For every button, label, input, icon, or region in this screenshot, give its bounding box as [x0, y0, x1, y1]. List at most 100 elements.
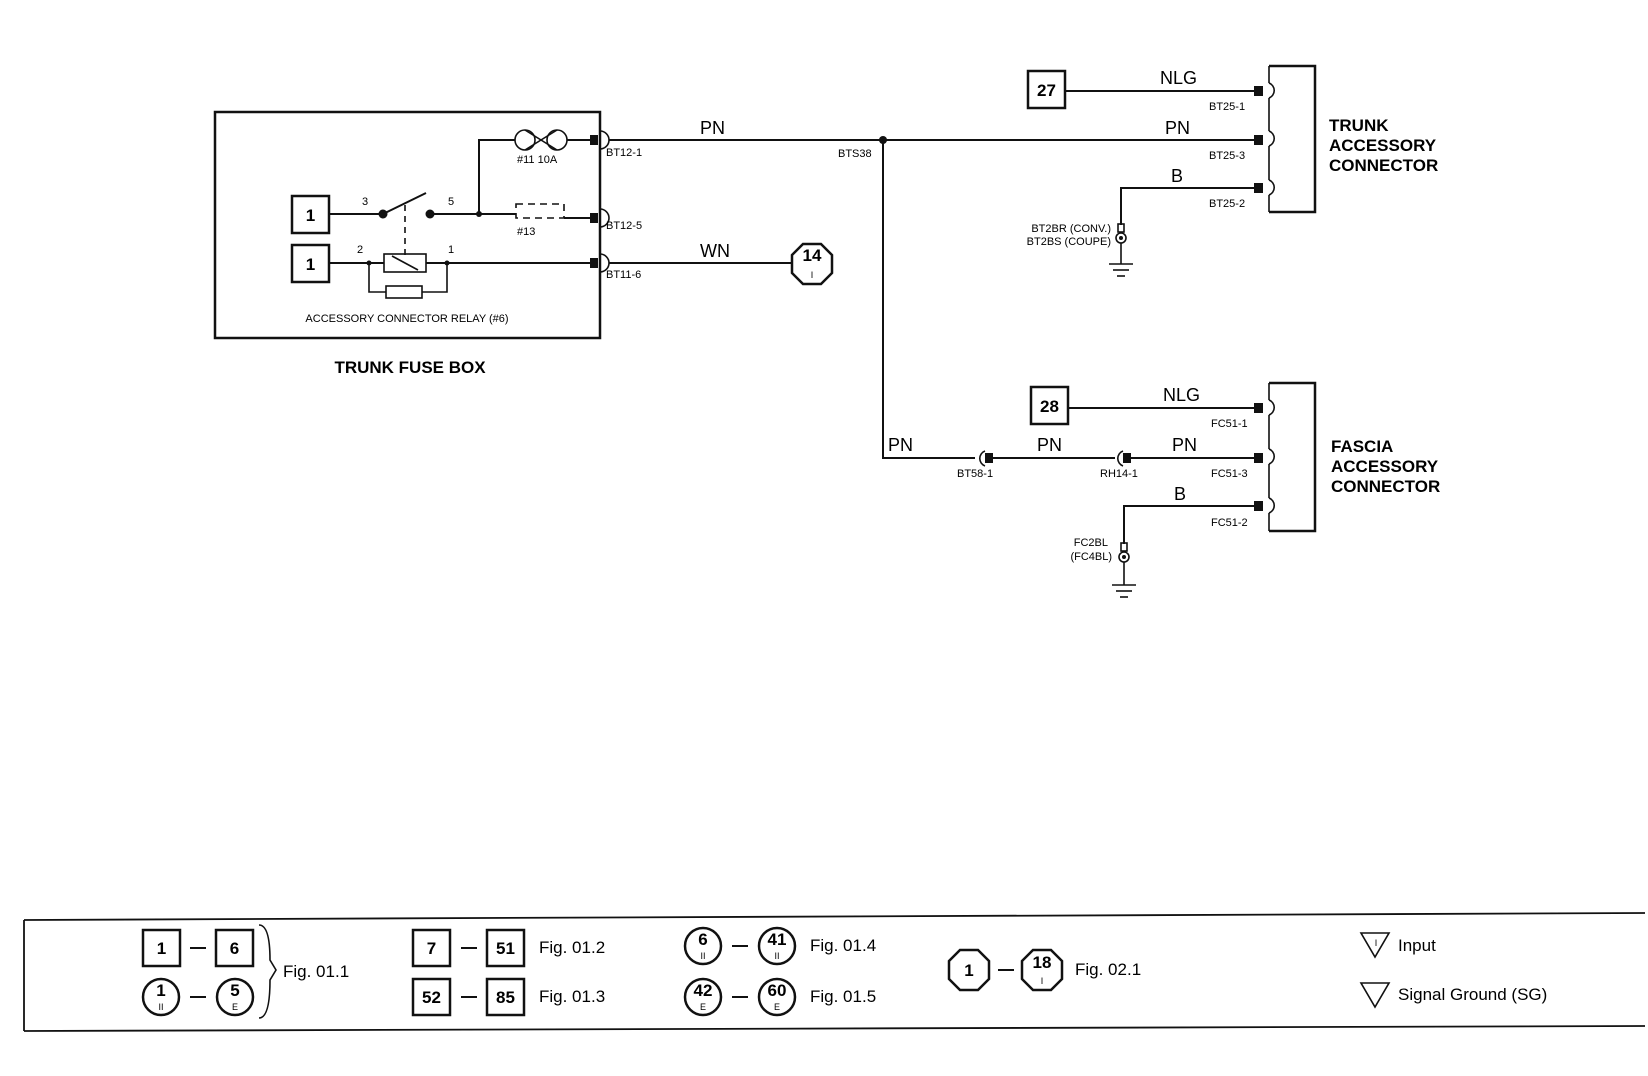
wire-label-nlg-fascia: NLG: [1163, 385, 1200, 405]
legend-box-7[interactable]: 7: [411, 928, 452, 968]
legend-circle-41[interactable]: 41 II: [757, 926, 797, 966]
legend-fig-01-4: Fig. 01.4: [810, 936, 876, 955]
fascia-connector-title-1: FASCIA: [1331, 437, 1393, 456]
trunk-connector-title-2: ACCESSORY: [1329, 136, 1437, 155]
trunk-connector-frame: [1269, 64, 1317, 214]
fuse-box-ref-lower[interactable]: 1: [290, 243, 331, 284]
ground-fascia-icon: [1112, 542, 1136, 598]
svg-text:28: 28: [1040, 397, 1059, 416]
svg-text:3: 3: [362, 196, 368, 208]
ref-28-box[interactable]: 28: [1029, 385, 1070, 426]
svg-text:I: I: [811, 270, 814, 280]
pin-bt12-1: BT12-1: [606, 147, 642, 159]
svg-text:1: 1: [306, 255, 315, 274]
trunk-connector-title-1: TRUNK: [1329, 116, 1389, 135]
svg-text:1: 1: [306, 206, 315, 225]
ground-trunk-line2: BT2BS (COUPE): [1027, 236, 1111, 248]
pin-fc51-1: FC51-1: [1211, 418, 1248, 430]
fascia-connector-title-2: ACCESSORY: [1331, 457, 1439, 476]
legend-circle-5[interactable]: 5 E: [215, 977, 255, 1017]
wire-label-b-fascia: B: [1174, 484, 1186, 504]
svg-text:52: 52: [422, 988, 441, 1007]
legend-octagon-18[interactable]: 18 I: [1020, 948, 1064, 992]
legend-circle-60[interactable]: 60 E: [757, 977, 797, 1017]
legend-signal-ground-label: Signal Ground (SG): [1398, 985, 1547, 1004]
svg-text:7: 7: [427, 939, 436, 958]
legend-fig-01-2: Fig. 01.2: [539, 938, 605, 957]
svg-text:5: 5: [230, 981, 239, 1000]
ground-fascia-line1: FC2BL: [1074, 537, 1108, 549]
svg-text:E: E: [700, 1002, 706, 1012]
pin-bt25-2: BT25-2: [1209, 198, 1245, 210]
fuse-11-label: #11 10A: [517, 154, 558, 166]
svg-text:41: 41: [768, 930, 787, 949]
pin-bt11-6: BT11-6: [606, 269, 641, 281]
svg-text:6: 6: [698, 930, 707, 949]
svg-text:1: 1: [964, 961, 973, 980]
svg-text:I: I: [1041, 976, 1044, 986]
legend-box-6[interactable]: 6: [214, 928, 255, 968]
ground-trunk-icon: [1109, 223, 1133, 277]
svg-text:II: II: [774, 951, 779, 961]
wire-label-pn-fascia: PN: [1172, 435, 1197, 455]
svg-text:1: 1: [448, 244, 454, 256]
svg-text:42: 42: [694, 981, 713, 1000]
wire-label-pn-down: PN: [888, 435, 913, 455]
wire-label-nlg-trunk: NLG: [1160, 68, 1197, 88]
svg-text:E: E: [774, 1002, 780, 1012]
fuse-box-ref-upper[interactable]: 1: [290, 194, 331, 235]
legend-fig-01-3: Fig. 01.3: [539, 987, 605, 1006]
wire-pn-down: [882, 140, 975, 459]
legend-box-85[interactable]: 85: [485, 977, 526, 1017]
svg-text:2: 2: [357, 244, 363, 256]
legend-circle-6[interactable]: 6 II: [683, 926, 723, 966]
pin-bt12-1-terminal: [590, 135, 598, 145]
trunk-connector-title-3: CONNECTOR: [1329, 156, 1438, 175]
svg-text:60: 60: [768, 981, 787, 1000]
legend-fig-01-1: Fig. 01.1: [283, 962, 349, 981]
svg-text:5: 5: [448, 196, 454, 208]
svg-text:51: 51: [496, 939, 515, 958]
pin-rh14-1: RH14-1: [1100, 468, 1138, 480]
splice-bts38-label: BTS38: [838, 148, 872, 160]
wire-label-wn: WN: [700, 241, 730, 261]
relay-switch: 3 5: [329, 192, 482, 255]
ref-14-octagon[interactable]: 14 I: [790, 242, 834, 286]
legend-brace-icon: [258, 924, 277, 1019]
legend-fig-01-5: Fig. 01.5: [810, 987, 876, 1006]
pin-bt25-3: BT25-3: [1209, 150, 1245, 162]
trunk-fuse-box-title: TRUNK FUSE BOX: [334, 358, 486, 377]
pin-bt25-1: BT25-1: [1209, 101, 1245, 113]
fascia-connector-frame: [1269, 381, 1317, 533]
svg-text:14: 14: [803, 246, 822, 265]
legend-circle-42[interactable]: 42 E: [683, 977, 723, 1017]
svg-text:II: II: [700, 951, 705, 961]
signal-ground-icon: [1359, 982, 1391, 1009]
pin-bt12-5: BT12-5: [606, 220, 642, 232]
svg-text:18: 18: [1033, 953, 1052, 972]
svg-text:1: 1: [156, 981, 165, 1000]
wire-b-trunk: [1120, 187, 1258, 225]
legend-box-1[interactable]: 1: [141, 928, 182, 968]
ground-fascia-line2: (FC4BL): [1070, 551, 1112, 563]
svg-text:I: I: [1375, 938, 1378, 948]
wire-b-fascia: [1123, 505, 1258, 544]
input-symbol-icon: I: [1359, 932, 1391, 959]
ref-27-box[interactable]: 27: [1026, 69, 1067, 110]
pin-bt58-1: BT58-1: [957, 468, 993, 480]
svg-text:27: 27: [1037, 81, 1056, 100]
wire-label-pn-mid: PN: [1037, 435, 1062, 455]
legend-circle-1[interactable]: 1 II: [141, 977, 181, 1017]
relay-coil: 2 1: [329, 244, 454, 299]
svg-text:1: 1: [157, 939, 166, 958]
wire-label-pn-trunk: PN: [1165, 118, 1190, 138]
legend-fig-02-1: Fig. 02.1: [1075, 960, 1141, 979]
pin-fc51-2: FC51-2: [1211, 517, 1248, 529]
legend-octagon-1[interactable]: 1: [947, 948, 991, 992]
relay-label: ACCESSORY CONNECTOR RELAY (#6): [305, 313, 508, 325]
legend-frame: [23, 912, 1646, 1032]
legend-box-51[interactable]: 51: [485, 928, 526, 968]
legend-box-52[interactable]: 52: [411, 977, 452, 1017]
fuse-13-icon: [515, 203, 565, 219]
